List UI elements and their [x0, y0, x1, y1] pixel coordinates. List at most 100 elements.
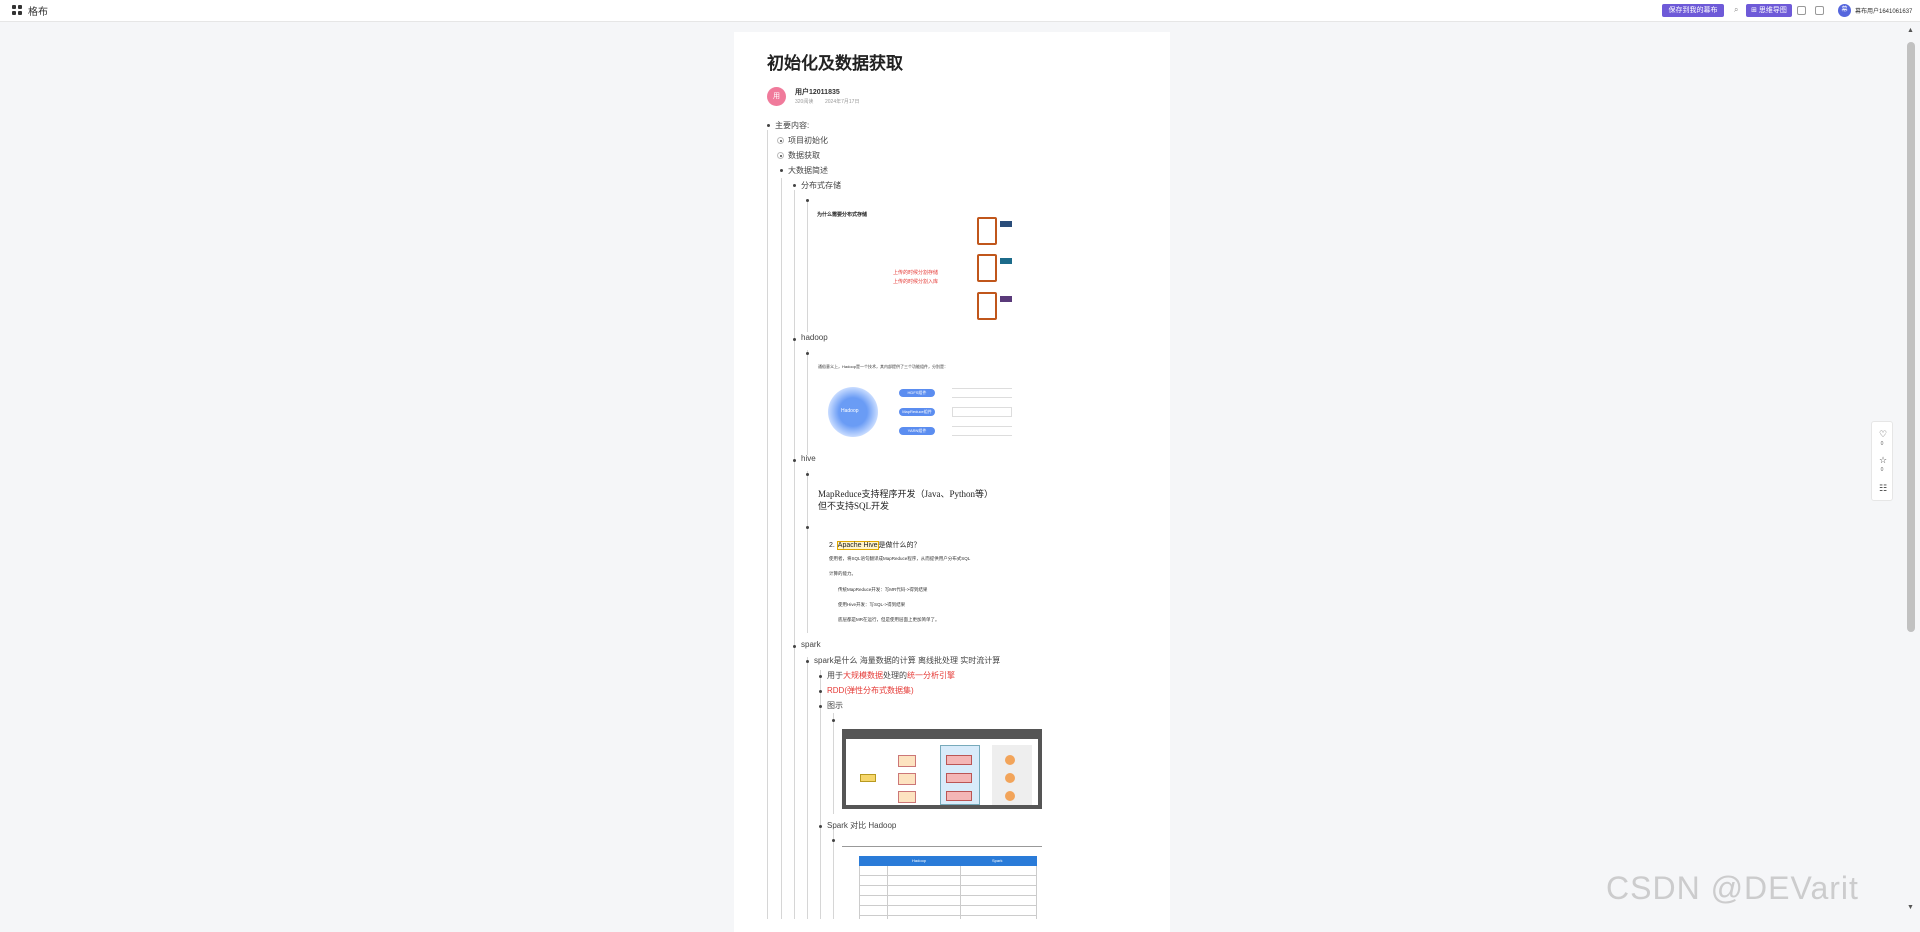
image-text: 但不支持SQL开发: [818, 501, 890, 511]
text-lines: [952, 388, 1012, 398]
spark-vs-hadoop-table-image[interactable]: Hadoop Spark: [842, 846, 1042, 919]
spark-diagram-image[interactable]: [842, 729, 1042, 809]
used-for-prefix: 用于: [827, 671, 843, 680]
what-is-hive-image[interactable]: 2. Apache Hive是做什么的？ 使用者，将SQL语句翻译成MapRed…: [814, 534, 1016, 626]
image-text: 通俗意义上，Hadoop是一个技术，其内部提供了三个功能组件，分别是：: [818, 364, 949, 369]
collapsed-bullet[interactable]: [777, 152, 784, 159]
table-header-cell: Spark: [992, 858, 1003, 863]
guide-line: [807, 202, 808, 332]
used-for-highlight: 统一分析引擎: [907, 671, 955, 680]
heading-highlight: Apache Hive: [836, 541, 879, 550]
outline-item-main[interactable]: 主要内容:: [775, 121, 810, 130]
outline-item-init[interactable]: 项目初始化: [788, 136, 828, 145]
mapreduce-pill: MapReduce组件: [899, 408, 935, 416]
heading-rest: 是做什么的？: [878, 542, 921, 549]
bullet[interactable]: [819, 825, 822, 828]
diagram-node: [860, 774, 876, 782]
bullet[interactable]: [819, 705, 822, 708]
bullet[interactable]: [806, 660, 809, 663]
scrollbar-thumb[interactable]: [1907, 42, 1915, 632]
outline-item-used-for[interactable]: 用于大规模数据处理的统一分析引擎: [827, 670, 955, 681]
scroll-down-arrow[interactable]: ▼: [1907, 904, 1914, 911]
bullet[interactable]: [780, 169, 783, 172]
image-caption: 为什么需要分布式存储: [817, 212, 868, 218]
outline-item-compare[interactable]: Spark 对比 Hadoop: [827, 821, 897, 830]
star-icon[interactable]: ☆: [1878, 455, 1888, 465]
bullet[interactable]: [793, 459, 796, 462]
top-bar: 格布 保存到我的幕布 ⌕ ⊞ 思维导图 幕 幕布用户1641061637: [0, 0, 1920, 22]
avatar: 用: [767, 87, 786, 106]
scroll-up-arrow[interactable]: ▲: [1907, 27, 1914, 34]
server-icon: [977, 292, 997, 320]
used-for-mid: 处理的: [883, 671, 907, 680]
app-name[interactable]: 格布: [28, 7, 48, 18]
user-name[interactable]: 幕布用户1641061637: [1855, 9, 1913, 15]
outline-item-spark-desc[interactable]: spark是什么 海量数据的计算 离线批处理 实时流计算: [814, 656, 1001, 665]
save-to-my-mubu-button[interactable]: 保存到我的幕布: [1662, 4, 1724, 17]
table-column-divider: [887, 866, 888, 919]
hdfs-pill: HDFS组件: [899, 389, 935, 397]
watermark: CSDN @DEVarit: [1606, 870, 1859, 906]
bullet[interactable]: [806, 352, 809, 355]
outline-item-spark[interactable]: spark: [801, 640, 821, 649]
image-text: MapReduce支持程序开发（Java、Python等）: [818, 489, 993, 499]
bullet[interactable]: [806, 526, 809, 529]
guide-line: [820, 670, 821, 919]
server-tag: [1000, 296, 1012, 302]
outline-item-rdd[interactable]: RDD(弹性分布式数据集): [827, 686, 914, 695]
bullet[interactable]: [819, 690, 822, 693]
divider: [842, 846, 1042, 847]
image-text: 使用Hive开发：写SQL->得到结果: [838, 602, 906, 607]
bullet[interactable]: [767, 124, 770, 127]
server-tag: [1000, 221, 1012, 227]
text-lines: [952, 426, 1012, 436]
image-text: 计算的能力。: [829, 571, 856, 576]
bullet[interactable]: [793, 645, 796, 648]
table-rows: [859, 866, 1037, 919]
logo-icon[interactable]: [12, 5, 22, 15]
mindmap-button[interactable]: ⊞ 思维导图: [1746, 4, 1792, 17]
diagram-node: [898, 773, 916, 785]
outline-list-icon[interactable]: ☷: [1878, 483, 1888, 493]
side-action-bar: ♡ 0 ☆ 0 ☷: [1871, 421, 1893, 501]
outline-item-hadoop[interactable]: hadoop: [801, 333, 828, 342]
bullet[interactable]: [832, 839, 835, 842]
outline-item-bigdata[interactable]: 大数据简述: [788, 166, 828, 175]
table-column-divider: [960, 866, 961, 919]
author-name[interactable]: 用户12011835: [795, 89, 840, 96]
outline-item-diagram[interactable]: 图示: [827, 701, 843, 710]
server-icon: [977, 217, 997, 245]
bullet[interactable]: [806, 199, 809, 202]
outline-item-hive[interactable]: hive: [801, 454, 816, 463]
user-avatar[interactable]: 幕: [1838, 4, 1851, 17]
like-icon[interactable]: ♡: [1878, 429, 1888, 439]
guide-line: [807, 350, 808, 455]
bullet[interactable]: [806, 473, 809, 476]
bullet[interactable]: [832, 719, 835, 722]
used-for-highlight: 大规模数据: [843, 671, 883, 680]
server-icon: [977, 254, 997, 282]
bullet[interactable]: [793, 184, 796, 187]
bullet[interactable]: [819, 675, 822, 678]
diagram-node: [946, 773, 972, 783]
diagram-node: [1005, 773, 1015, 783]
collapsed-bullet[interactable]: [777, 137, 784, 144]
diagram-node: [1005, 791, 1015, 801]
bullet[interactable]: [793, 338, 796, 341]
outline-item-data[interactable]: 数据获取: [788, 151, 820, 160]
share-icon[interactable]: [1815, 6, 1824, 15]
outline-item-dist[interactable]: 分布式存储: [801, 181, 841, 190]
guide-line: [833, 713, 834, 814]
heading-number: 2.: [829, 542, 835, 549]
page-title: 初始化及数据获取: [767, 54, 903, 73]
guide-line: [781, 178, 782, 919]
diagram-node: [898, 791, 916, 803]
comment-icon[interactable]: ⌕: [1734, 5, 1739, 14]
guide-line: [767, 130, 768, 919]
distributed-storage-image[interactable]: 为什么需要分布式存储 上传的时候分割存储 上传的时候分割入库: [814, 207, 1016, 327]
fullscreen-icon[interactable]: [1797, 6, 1806, 15]
hadoop-components-image[interactable]: 通俗意义上，Hadoop是一个技术，其内部提供了三个功能组件，分别是： Hado…: [814, 360, 1016, 452]
guide-line: [794, 190, 795, 919]
hive-mapreduce-image[interactable]: MapReduce支持程序开发（Java、Python等） 但不支持SQL开发: [814, 484, 1014, 514]
favorite-count: 0: [1880, 467, 1884, 473]
